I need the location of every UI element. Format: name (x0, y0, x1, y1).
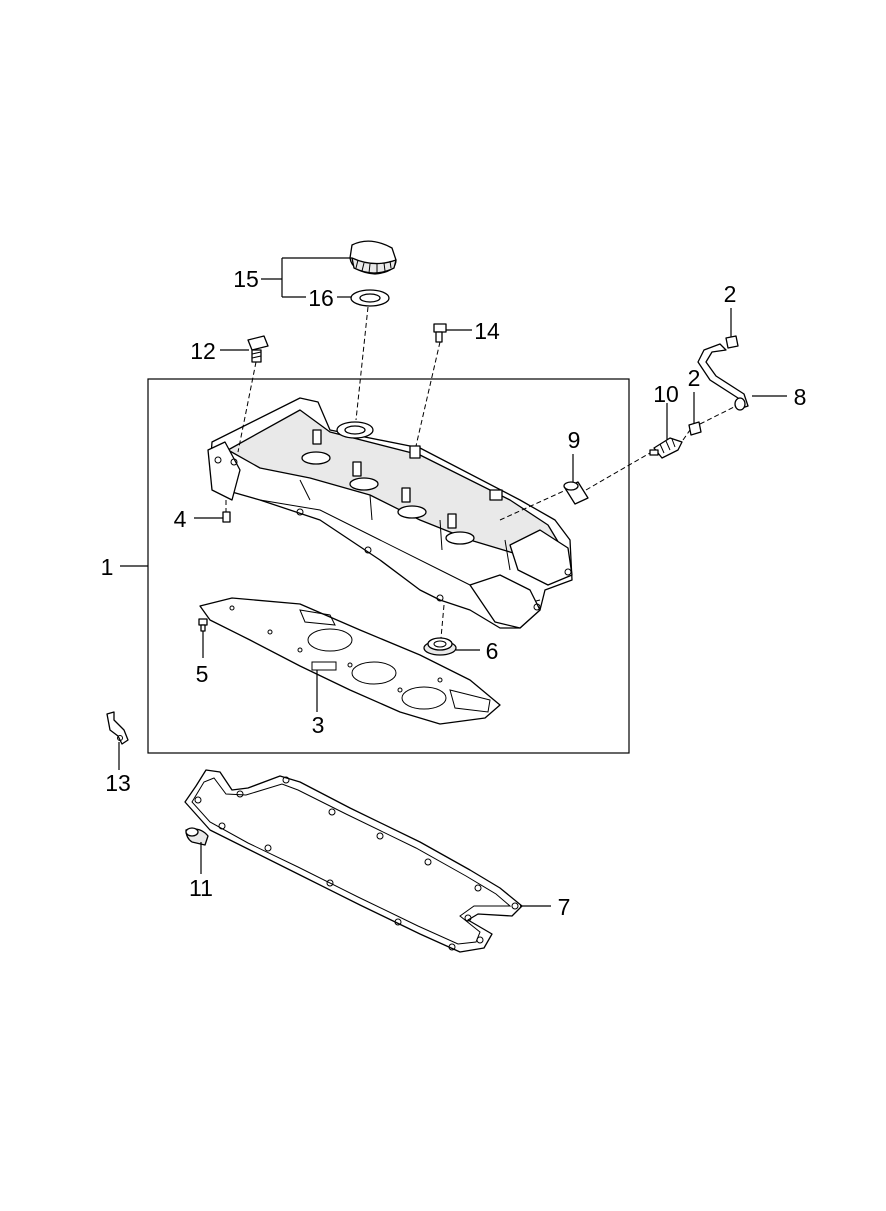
bolt-14 (433, 323, 447, 343)
callout-1: 1 (101, 554, 114, 580)
callout-9: 9 (568, 427, 581, 453)
callout-10: 10 (653, 381, 679, 407)
callout-5: 5 (196, 661, 209, 687)
grommet-4 (222, 511, 231, 523)
leader-lines (118, 257, 787, 907)
callout-7: 7 (558, 894, 571, 920)
callout-2-upper: 2 (724, 281, 737, 307)
callout-12: 12 (190, 338, 216, 364)
oil-filler-cap (349, 240, 397, 275)
bracket-13 (106, 711, 129, 745)
screw-5 (198, 618, 208, 632)
baffle-plate (199, 597, 501, 725)
callout-2-lower: 2 (688, 365, 701, 391)
callout-16: 16 (308, 285, 334, 311)
hose-connector-9 (563, 481, 589, 505)
callout-14: 14 (474, 318, 500, 344)
callout-labels: 15 16 12 14 2 2 10 8 9 4 1 6 5 3 13 11 7 (101, 266, 807, 920)
callout-11: 11 (189, 875, 213, 901)
callout-15: 15 (233, 266, 259, 292)
bolt-12 (247, 335, 269, 363)
callout-3: 3 (312, 712, 325, 738)
pcv-valve-10 (649, 437, 683, 459)
assembly-lines (225, 306, 737, 639)
plug-11 (185, 827, 209, 846)
breather-hose-8 (697, 343, 749, 411)
callout-13: 13 (105, 770, 131, 796)
seal-6 (423, 637, 457, 656)
cap-gasket (350, 289, 390, 307)
valve-cover (207, 397, 573, 629)
callout-6: 6 (486, 638, 499, 664)
clamp-2-lower (688, 421, 702, 436)
callout-4: 4 (174, 506, 187, 532)
callout-8: 8 (794, 384, 807, 410)
cover-gasket-7 (184, 769, 523, 953)
clamp-2-upper (725, 335, 739, 349)
